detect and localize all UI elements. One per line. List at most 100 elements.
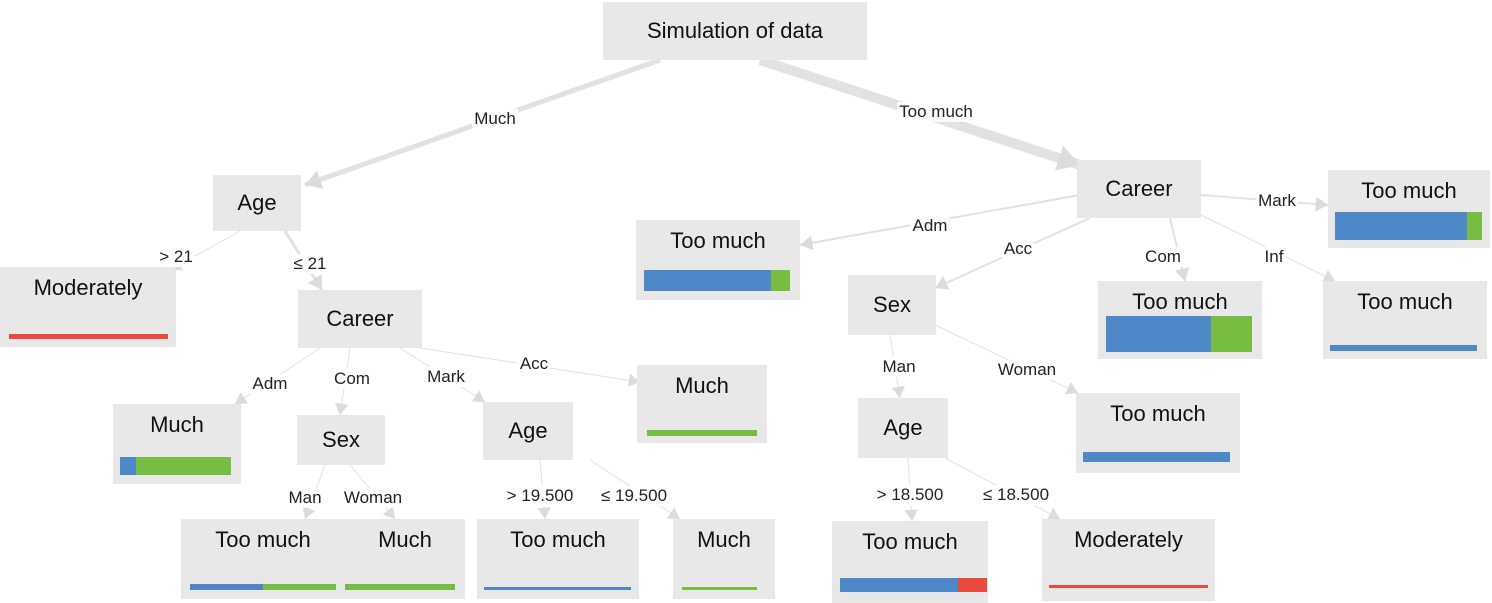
- leaf-node[interactable]: Too much: [477, 519, 639, 599]
- bar-segment-green: [682, 587, 757, 590]
- node-label: Too much: [1357, 289, 1453, 314]
- class-distribution-bar: [840, 578, 987, 592]
- bar-segment-green: [1467, 212, 1482, 240]
- arrowhead-icon: [382, 506, 395, 519]
- arrowhead-icon: [800, 235, 814, 251]
- class-distribution-bar: [647, 430, 757, 436]
- split-node[interactable]: Career: [1077, 160, 1201, 218]
- edge-label: Acc: [517, 354, 551, 374]
- arrowhead-icon: [1174, 267, 1190, 281]
- class-distribution-bar: [682, 587, 757, 590]
- arrowhead-icon: [891, 385, 905, 398]
- arrowhead-icon: [935, 276, 950, 290]
- class-distribution-bar: [644, 270, 790, 291]
- bar-segment-blue: [1106, 316, 1212, 352]
- edge-label: Adm: [250, 374, 290, 394]
- edge-label: Man: [880, 357, 918, 377]
- arrowhead-icon: [1064, 382, 1078, 395]
- arrowhead-icon: [1046, 507, 1060, 520]
- edge-line: [934, 324, 1079, 394]
- bar-segment-blue: [484, 587, 631, 590]
- node-label: Age: [508, 418, 548, 443]
- leaf-node[interactable]: Moderately: [0, 267, 176, 347]
- split-node[interactable]: Age: [213, 175, 301, 231]
- class-distribution-bar: [120, 457, 231, 475]
- edge-label: > 19.500: [504, 486, 576, 506]
- bar-segment-blue: [1083, 452, 1230, 462]
- bar-segment-blue: [1330, 345, 1477, 351]
- class-distribution-bar: [484, 587, 631, 590]
- split-node[interactable]: Sex: [297, 415, 385, 465]
- node-label: Too much: [1361, 178, 1457, 203]
- bar-segment-red: [1049, 585, 1208, 588]
- edge-label: Woman: [341, 488, 405, 508]
- bar-segment-blue: [840, 578, 958, 592]
- edge-label: Much: [472, 109, 518, 129]
- split-node[interactable]: Career: [298, 290, 422, 348]
- edge-label: > 21: [157, 247, 195, 267]
- node-label: Much: [675, 373, 729, 398]
- class-distribution-bar: [1106, 316, 1252, 352]
- split-node[interactable]: Simulation of data: [603, 2, 867, 60]
- edge-label: ≤ 18.500: [980, 485, 1052, 505]
- node-label: Sex: [873, 292, 911, 317]
- arrowhead-icon: [1315, 196, 1328, 212]
- node-label: Age: [883, 415, 923, 440]
- arrowhead-icon: [335, 402, 349, 415]
- bar-segment-red: [957, 578, 987, 592]
- class-distribution-bar: [9, 334, 168, 339]
- node-label: Too much: [862, 529, 958, 554]
- edge-label: Mark: [1256, 191, 1298, 211]
- node-label: Much: [378, 527, 432, 552]
- edge-label: Com: [1143, 247, 1183, 267]
- node-label: Too much: [215, 527, 311, 552]
- arrowhead-icon: [302, 506, 316, 519]
- node-label: Too much: [510, 527, 606, 552]
- arrowhead-icon: [471, 390, 485, 402]
- bar-segment-green: [771, 270, 790, 291]
- bar-segment-green: [263, 584, 336, 590]
- class-distribution-bar: [1330, 345, 1477, 351]
- split-node[interactable]: Age: [483, 402, 573, 460]
- edge-label: Com: [332, 369, 372, 389]
- node-label: Moderately: [1074, 527, 1183, 552]
- arrowhead-icon: [627, 373, 640, 387]
- node-label: Moderately: [33, 275, 143, 300]
- edge-label: Woman: [995, 360, 1059, 380]
- node-label: Too much: [1110, 401, 1206, 426]
- arrowhead-icon: [537, 507, 551, 519]
- arrowhead-icon: [1054, 145, 1080, 171]
- bar-segment-red: [9, 334, 168, 339]
- node-label: Too much: [670, 228, 766, 253]
- node-label: Career: [1105, 176, 1173, 201]
- class-distribution-bar: [345, 584, 455, 590]
- edge-label: Too much: [897, 102, 975, 122]
- edge-label: > 18.500: [874, 485, 946, 505]
- bar-segment-blue: [190, 584, 263, 590]
- arrowhead-icon: [1321, 270, 1335, 283]
- arrowhead-icon: [307, 274, 322, 290]
- leaf-node[interactable]: Moderately: [1042, 519, 1215, 601]
- bar-segment-green: [345, 584, 455, 590]
- edge-label: Mark: [425, 367, 467, 387]
- edge-label: ≤ 19.500: [598, 486, 670, 506]
- leaf-node[interactable]: Much: [673, 519, 775, 599]
- bar-segment-blue: [120, 457, 136, 475]
- edge-label: Adm: [910, 216, 950, 236]
- node-label: Sex: [322, 427, 360, 452]
- node-label: Much: [697, 527, 751, 552]
- arrowhead-icon: [235, 392, 249, 404]
- bar-segment-blue: [644, 270, 772, 291]
- split-node[interactable]: Age: [858, 398, 948, 458]
- bar-segment-green: [1211, 316, 1252, 352]
- edge-label: Inf: [1262, 247, 1286, 267]
- bar-segment-blue: [1335, 212, 1468, 240]
- class-distribution-bar: [190, 584, 336, 590]
- node-label: Career: [326, 306, 394, 331]
- split-node[interactable]: Sex: [848, 275, 936, 335]
- class-distribution-bar: [1335, 212, 1482, 240]
- bar-segment-green: [647, 430, 757, 436]
- node-label: Simulation of data: [646, 18, 824, 43]
- edge-label: Man: [286, 488, 324, 508]
